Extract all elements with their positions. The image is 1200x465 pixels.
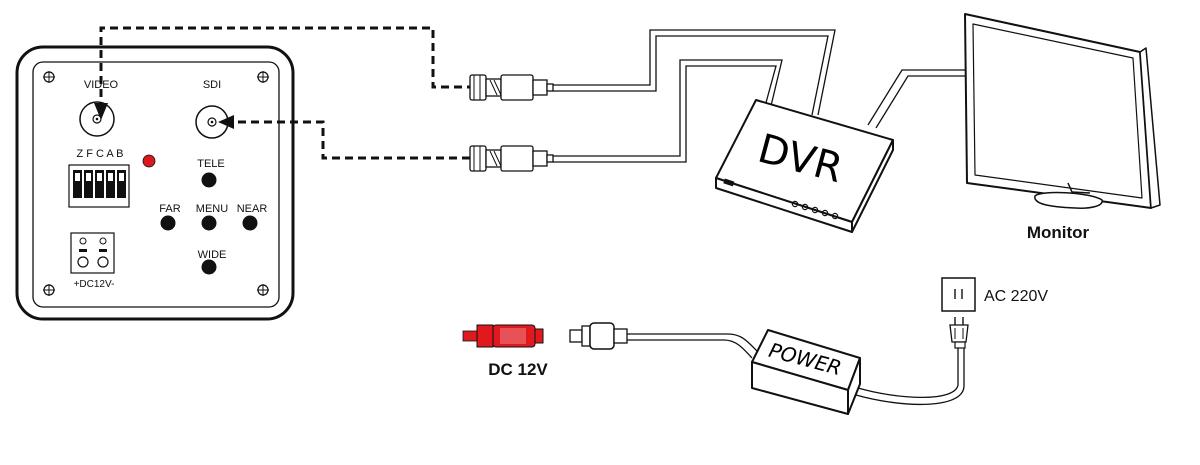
- bnc-connector-sdi: [469, 145, 554, 172]
- screw-icon: [257, 284, 269, 296]
- dc-power-terminal: [70, 232, 115, 274]
- menu-button: [201, 215, 217, 231]
- screw-icon: [43, 284, 55, 296]
- sdi-signal-path: [218, 115, 470, 160]
- video-signal-path: [94, 26, 470, 120]
- dip-switch: [68, 164, 130, 208]
- power-adapter: [751, 329, 861, 415]
- far-button: [160, 215, 176, 231]
- dc-output-cable: [627, 333, 759, 359]
- monitor-label: Monitor: [1027, 223, 1090, 242]
- cable-dvr-to-monitor: [867, 69, 968, 129]
- camera-rear-panel: VIDEO SDI Z F C A B: [15, 45, 295, 321]
- wide-button: [201, 259, 217, 275]
- near-button: [242, 215, 258, 231]
- cable-video-to-dvr: [553, 29, 836, 116]
- wall-outlet: [941, 277, 976, 312]
- monitor: [964, 13, 1161, 209]
- dvr-box: [715, 99, 894, 233]
- video-port-label: VIDEO: [84, 79, 119, 91]
- tele-button-label: TELE: [197, 158, 225, 170]
- near-button-label: NEAR: [237, 203, 268, 215]
- sdi-bnc-port: [195, 105, 229, 139]
- ac-plug: [949, 317, 969, 349]
- status-led: [142, 154, 156, 168]
- menu-button-label: MENU: [196, 203, 228, 215]
- arrow-down-icon: [94, 103, 108, 120]
- dc12v-terminal-label: +DC12V-: [74, 279, 115, 290]
- cable-sdi-to-dvr: [553, 59, 783, 163]
- sdi-port-label: SDI: [203, 79, 221, 91]
- wide-button-label: WIDE: [198, 249, 227, 261]
- far-button-label: FAR: [159, 203, 180, 215]
- screw-icon: [43, 71, 55, 83]
- arrow-left-icon: [218, 115, 234, 129]
- ac220v-label: AC 220V: [984, 288, 1048, 305]
- ac-input-cable: [855, 346, 965, 406]
- bnc-connector-video: [469, 74, 554, 101]
- dc12v-label: DC 12V: [488, 360, 548, 379]
- dc-plug: [462, 324, 544, 348]
- tele-button: [201, 172, 217, 188]
- dip-switch-label: Z F C A B: [76, 148, 123, 160]
- screw-icon: [257, 71, 269, 83]
- dc-jack: [569, 322, 628, 350]
